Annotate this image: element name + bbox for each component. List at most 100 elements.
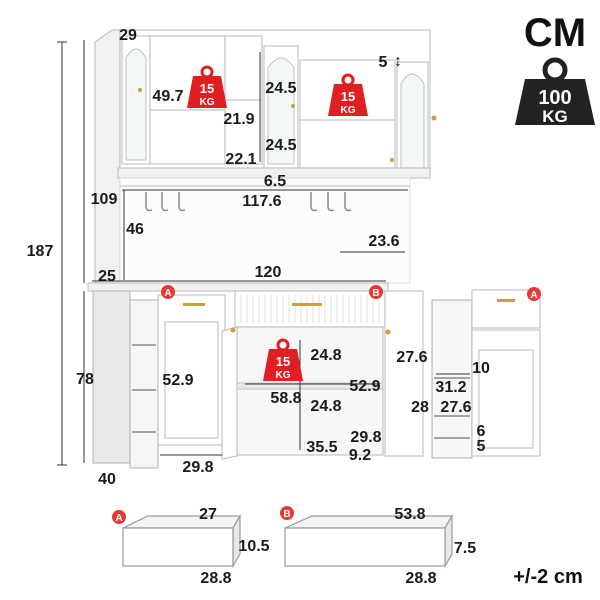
lower-left-drawer-handle bbox=[183, 303, 205, 306]
badge-unit: KG bbox=[341, 105, 356, 116]
center-drawer bbox=[234, 290, 386, 328]
drawer-a-top bbox=[122, 515, 242, 529]
side-unit-drawer-handle bbox=[497, 299, 515, 302]
svg-text:A: A bbox=[164, 288, 171, 299]
drawer-a-width: 27 bbox=[199, 506, 217, 523]
dim-side-unit-bottom-gap: 5 bbox=[477, 438, 486, 455]
hook bbox=[145, 192, 153, 212]
dim-base-width: 120 bbox=[255, 264, 282, 281]
drawer-b-front bbox=[284, 527, 446, 567]
dim-hutch-base-thickness: 6.5 bbox=[264, 173, 286, 190]
weight-badge-15kg: 15 KG bbox=[328, 73, 368, 116]
drawer-marker-b: B bbox=[369, 285, 383, 299]
dim-base-height: 78 bbox=[76, 371, 94, 388]
dim-center-lower-shelf-height: 24.8 bbox=[310, 398, 341, 415]
drawer-a-detail: A 27 10.5 28.8 bbox=[112, 506, 270, 587]
dim-hutch-width: 117.6 bbox=[242, 193, 281, 210]
drawer-a-front bbox=[122, 527, 234, 567]
dimension-lines bbox=[57, 40, 470, 466]
dim-side-unit-depth: 28 bbox=[411, 399, 429, 416]
drawer-a-marker bbox=[112, 510, 126, 524]
dim-side-unit-upper-height: 27.6 bbox=[396, 349, 427, 366]
hook bbox=[161, 192, 169, 212]
dim-center-cabinet-height: 52.9 bbox=[349, 378, 380, 395]
hook bbox=[344, 192, 352, 212]
dim-total-height: 187 bbox=[27, 243, 54, 260]
svg-text:A: A bbox=[530, 290, 537, 301]
drawer-marker-a: A bbox=[161, 285, 175, 299]
dim-left-door-height: 52.9 bbox=[162, 372, 193, 389]
hook bbox=[178, 192, 186, 212]
dimension-labels: 29 49.7 24.5 21.9 24.5 5 ↕ 22.1 6.5 109 … bbox=[27, 27, 490, 488]
dim-hutch-middle-top-height: 24.5 bbox=[265, 80, 296, 97]
lower-right-door-knob bbox=[385, 329, 391, 335]
hutch-right-door-knob bbox=[431, 115, 437, 121]
hook bbox=[327, 192, 335, 212]
dim-open-area-depth: 23.6 bbox=[368, 233, 399, 250]
max-load-value: 100 bbox=[538, 87, 571, 109]
countertop bbox=[87, 282, 389, 292]
drawer-b-width: 53.8 bbox=[394, 506, 425, 523]
side-unit bbox=[431, 289, 541, 459]
drawer-b-detail: B 53.8 7.5 28.8 bbox=[280, 506, 476, 587]
dim-side-unit-lower-gap: 6 bbox=[477, 423, 486, 440]
lower-left-door-panel bbox=[164, 321, 219, 439]
center-drawer-handle bbox=[292, 303, 322, 306]
drawer-b-marker-label: B bbox=[283, 509, 290, 520]
dim-hutch-left-compartment-height: 49.7 bbox=[152, 88, 183, 105]
kettlebell-icon bbox=[515, 79, 595, 125]
dim-hutch-depth: 29 bbox=[119, 27, 137, 44]
left-pullout-rack bbox=[129, 299, 159, 469]
upper-hutch bbox=[94, 29, 437, 286]
dim-open-area-height: 46 bbox=[126, 221, 144, 238]
drawer-b-marker bbox=[280, 506, 294, 520]
center-left-door-open bbox=[221, 326, 238, 460]
hutch-left-door-glass bbox=[125, 48, 147, 161]
dim-hutch-middle-bottom-height: 24.5 bbox=[265, 137, 296, 154]
dim-center-cabinet-side-gap: 9.2 bbox=[349, 447, 371, 464]
drawer-b-top bbox=[284, 515, 454, 529]
dim-center-upper-shelf-height: 24.8 bbox=[310, 347, 341, 364]
lower-left-door bbox=[157, 294, 226, 446]
drawer-a-depth: 28.8 bbox=[200, 570, 231, 587]
dim-side-unit-rack-width: 31.2 bbox=[435, 379, 466, 396]
hutch-right-knob bbox=[390, 158, 394, 162]
lower-cabinet bbox=[87, 282, 424, 469]
badge-value: 15 bbox=[276, 354, 290, 369]
side-unit-door bbox=[471, 329, 541, 457]
unit-label: CM bbox=[524, 11, 586, 55]
lower-left-side bbox=[92, 290, 131, 464]
drawer-b-depth: 28.8 bbox=[405, 570, 436, 587]
drawer-a-height: 10.5 bbox=[238, 538, 269, 555]
dim-center-cabinet-depth: 29.8 bbox=[350, 429, 381, 446]
weight-badge-15kg: 15 KG bbox=[187, 65, 227, 108]
dim-base-depth: 40 bbox=[98, 471, 116, 488]
dim-side-panel-depth: 25 bbox=[98, 268, 116, 285]
left-side-panel bbox=[94, 29, 121, 286]
dim-side-unit-rack-gap: 10 bbox=[472, 360, 490, 377]
weight-badge-15kg: 15 KG bbox=[263, 338, 303, 381]
drawer-marker-a: A bbox=[527, 287, 541, 301]
badge-unit: KG bbox=[200, 97, 215, 108]
hutch-right-door-glass bbox=[400, 73, 425, 171]
kettlebell-icon bbox=[328, 84, 368, 116]
dim-hutch-middle-bottom-width: 22.1 bbox=[225, 151, 256, 168]
tolerance-note: +/-2 cm bbox=[513, 566, 582, 588]
hutch-left-door-knob bbox=[138, 88, 142, 92]
dim-side-unit-lower-height: 27.6 bbox=[440, 399, 471, 416]
badge-value: 15 bbox=[200, 81, 214, 96]
open-area bbox=[119, 177, 411, 284]
lower-right-door-open bbox=[384, 290, 424, 457]
badge-value: 15 bbox=[341, 89, 355, 104]
kettlebell-icon bbox=[263, 349, 303, 381]
dim-center-cabinet-width: 58.8 bbox=[270, 390, 301, 407]
badge-unit: KG bbox=[276, 370, 291, 381]
kettlebell-icon bbox=[187, 76, 227, 108]
max-load-unit: KG bbox=[542, 107, 568, 126]
dim-center-cabinet-inner-width: 35.5 bbox=[306, 439, 337, 456]
kettlebell-icon bbox=[542, 57, 568, 83]
center-drawer-fluting bbox=[240, 295, 380, 323]
dim-hutch-right-top-gap: 5 bbox=[379, 54, 388, 71]
open-area-back-panel bbox=[119, 177, 411, 284]
